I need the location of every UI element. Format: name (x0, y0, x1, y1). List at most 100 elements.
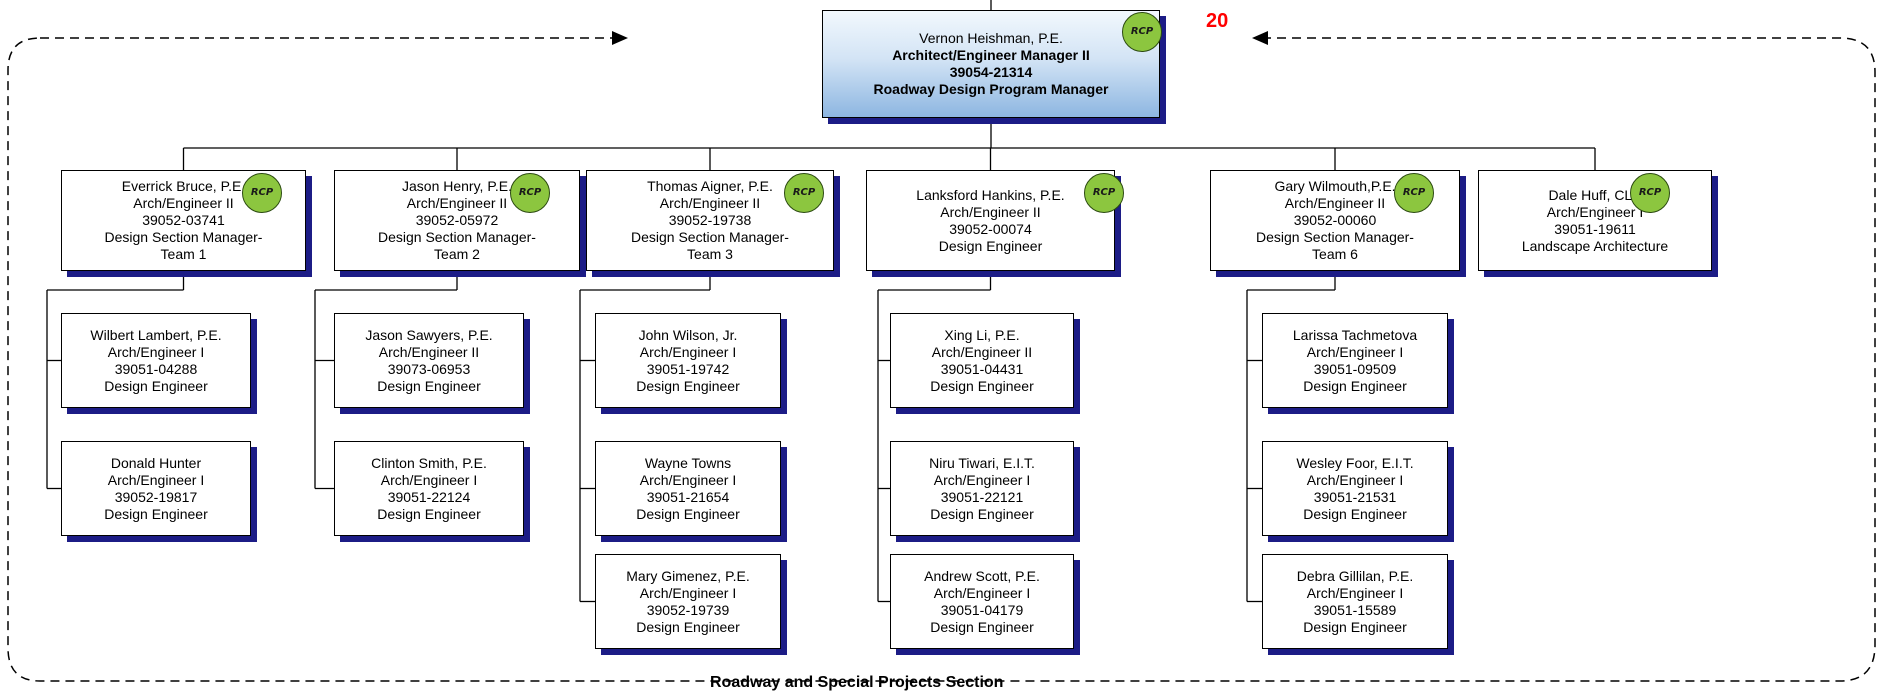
manager-position: 39054-21314 (949, 64, 1033, 80)
person-detail: Design Engineer (1303, 377, 1407, 394)
person-detail: 39052-05972 (415, 212, 499, 228)
person-detail: Design Engineer (1303, 618, 1407, 635)
boundary-arrow-right (612, 31, 628, 45)
person-detail: 39052-03741 (142, 212, 225, 228)
person-detail: 39051-22124 (387, 488, 471, 505)
person-detail: 39051-22121 (940, 488, 1024, 505)
person-name: Lanksford Hankins, P.E. (916, 186, 1065, 203)
person-detail: Arch/Engineer I (639, 343, 737, 360)
boundary-arrow-left (1252, 31, 1268, 45)
person-detail: Design Engineer (938, 237, 1043, 254)
person-name: Niru Tiwari, E.I.T. (929, 454, 1035, 471)
person-name: Andrew Scott, P.E. (924, 567, 1040, 584)
person-detail: Design Engineer (636, 377, 740, 394)
person-detail: Arch/Engineer II (133, 195, 234, 211)
person-name: John Wilson, Jr. (638, 326, 738, 343)
person-name: Jason Henry, P.E. (402, 178, 512, 194)
person-detail: Arch/Engineer I (1306, 471, 1404, 488)
person-detail: Design Section Manager- (104, 229, 263, 245)
rcp-badge: RCP (1084, 173, 1124, 213)
person-name: Wayne Towns (644, 454, 732, 471)
person-name: Mary Gimenez, P.E. (626, 567, 750, 584)
person-detail: Arch/Engineer I (639, 584, 737, 601)
person-detail: 39051-19742 (646, 360, 730, 377)
person-detail: Arch/Engineer II (406, 195, 508, 211)
person-detail: Team 3 (687, 246, 733, 262)
manager-box: Vernon Heishman, P.E. Architect/Engineer… (822, 10, 1160, 118)
person-detail: 39051-04179 (940, 601, 1024, 618)
person-detail: Team 1 (160, 246, 207, 262)
person-detail: Arch/Engineer II (659, 195, 761, 211)
person-name: Clinton Smith, P.E. (371, 454, 487, 471)
person-detail: Arch/Engineer I (639, 471, 737, 488)
person-name: Dale Huff, CLA (1548, 186, 1642, 203)
person-detail: 39052-00074 (949, 220, 1032, 237)
person-detail: Landscape Architecture (1521, 237, 1669, 254)
person-detail: Arch/Engineer I (933, 584, 1031, 601)
rcp-badge: RCP (784, 173, 824, 213)
section-label: Roadway and Special Projects Section (710, 674, 1004, 691)
person-detail: Arch/Engineer I (933, 471, 1031, 488)
person-detail: 39051-09509 (1313, 360, 1397, 377)
section-boundary (7, 37, 1876, 682)
person-detail: Design Engineer (377, 377, 481, 394)
person-detail: 39052-19817 (114, 488, 198, 505)
person-detail: Design Section Manager- (631, 229, 789, 245)
person-detail: 39052-19738 (668, 212, 752, 228)
person-detail: Arch/Engineer II (378, 343, 480, 360)
person-name: Wilbert Lambert, P.E. (90, 326, 222, 343)
person-detail: 39051-04288 (114, 360, 198, 377)
person-detail: Design Engineer (377, 505, 481, 522)
rcp-badge: RCP (242, 173, 282, 213)
person-detail: Team 2 (434, 246, 480, 262)
person-detail: 39073-06953 (387, 360, 471, 377)
person-detail: 39051-19611 (1554, 220, 1636, 237)
person-detail: 39052-00060 (1293, 212, 1377, 228)
person-name: Larissa Tachmetova (1292, 326, 1418, 343)
person-detail: Arch/Engineer I (107, 471, 205, 488)
person-detail: Arch/Engineer I (380, 471, 478, 488)
person-name: Thomas Aigner, P.E. (647, 178, 773, 194)
rcp-badge: RCP (1630, 173, 1670, 213)
rcp-badge: RCP (510, 173, 550, 213)
person-detail: Design Engineer (930, 618, 1034, 635)
page-number: 20 (1206, 10, 1229, 32)
person-detail: Arch/Engineer I (107, 343, 205, 360)
person-detail: Arch/Engineer II (931, 343, 1033, 360)
person-detail: Design Engineer (1303, 505, 1407, 522)
person-detail: 39051-21531 (1313, 488, 1397, 505)
person-detail: Arch/Engineer II (1284, 195, 1386, 211)
person-detail: Arch/Engineer I (1306, 584, 1404, 601)
rcp-badge: RCP (1394, 173, 1434, 213)
person-detail: 39052-19739 (646, 601, 730, 618)
person-detail: Arch/Engineer I (1546, 203, 1644, 220)
person-name: Gary Wilmouth,P.E. (1274, 178, 1396, 194)
person-detail: Design Engineer (930, 505, 1034, 522)
person-detail: Design Engineer (636, 618, 740, 635)
person-detail: Design Engineer (930, 377, 1034, 394)
manager-role: Roadway Design Program Manager (873, 81, 1109, 97)
person-detail: 39051-21654 (646, 488, 730, 505)
person-detail: Design Section Manager- (378, 229, 536, 245)
person-detail: Design Engineer (104, 377, 208, 394)
person-detail: Arch/Engineer II (940, 203, 1041, 220)
person-name: Debra Gillilan, P.E. (1296, 567, 1414, 584)
person-detail: Design Engineer (104, 505, 208, 522)
person-detail: Design Section Manager- (1256, 229, 1414, 245)
